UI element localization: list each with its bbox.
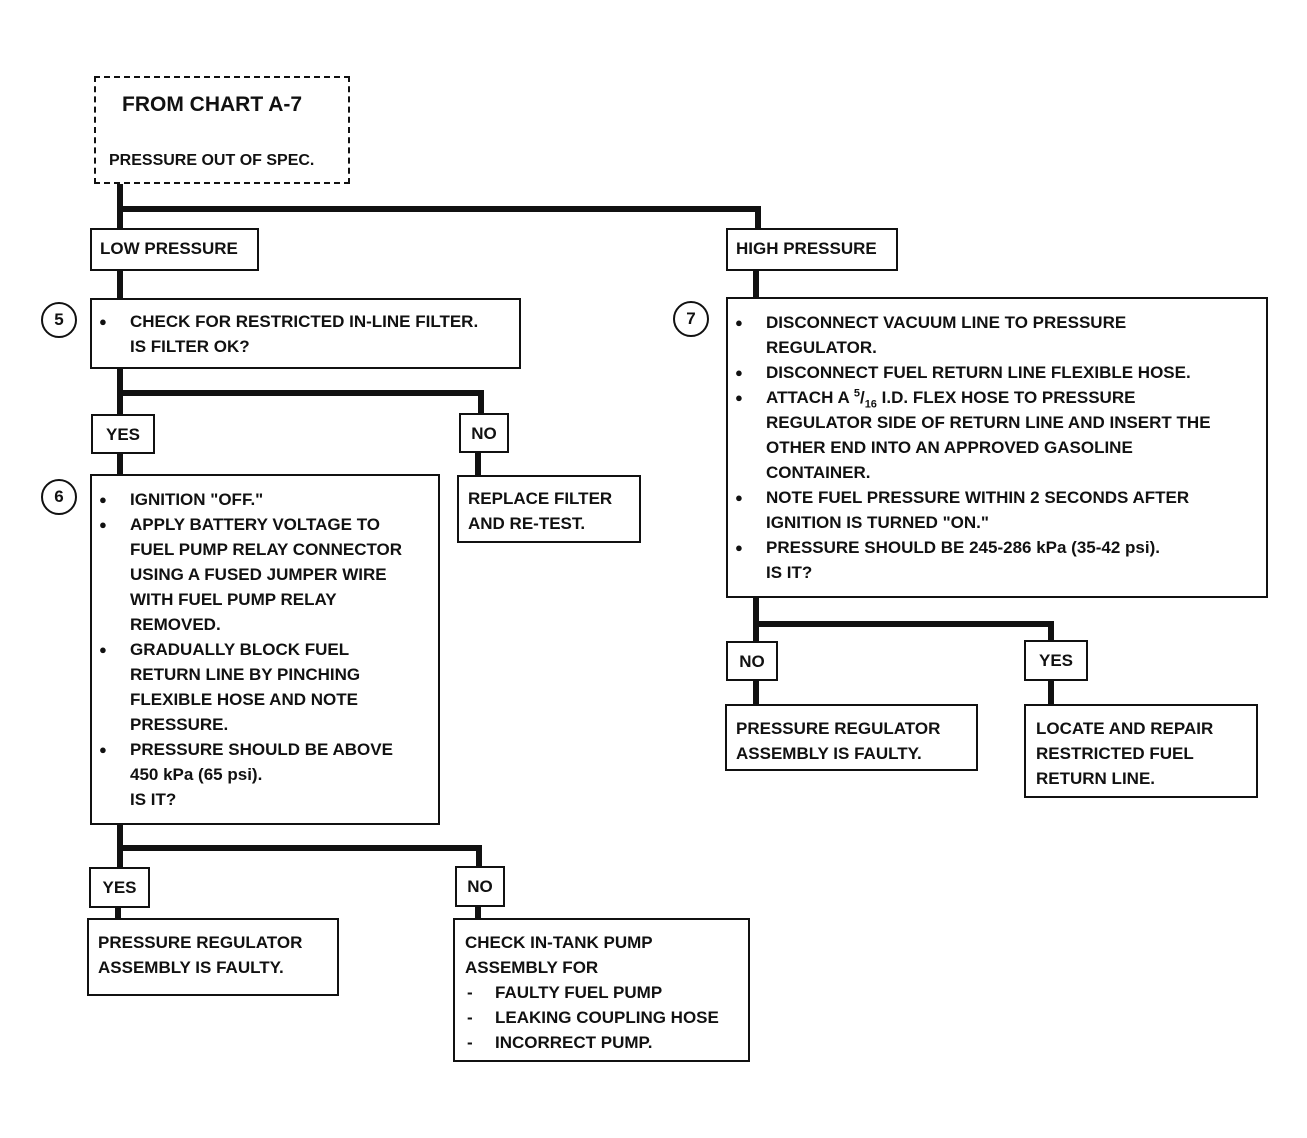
step-6-item-line: USING A FUSED JUMPER WIRE xyxy=(130,565,387,584)
step-6-marker: 6 xyxy=(41,479,77,515)
step-6-item-line: GRADUALLY BLOCK FUEL xyxy=(130,640,350,659)
step-7-item: PRESSURE SHOULD BE 245-286 kPa (35-42 ps… xyxy=(728,535,1266,585)
step-7-item-line: IGNITION IS TURNED "ON." xyxy=(766,513,989,532)
step-7-marker: 7 xyxy=(673,301,709,337)
step-6-item: GRADUALLY BLOCK FUEL RETURN LINE BY PINCH… xyxy=(92,637,438,737)
step-7-item-line: DISCONNECT FUEL RETURN LINE FLEXIBLE HOS… xyxy=(766,363,1191,382)
step-5-no-label: NO xyxy=(471,424,497,443)
locate-repair-box: LOCATE AND REPAIR RESTRICTED FUEL RETURN L… xyxy=(1024,704,1258,798)
step-5-no-box: NO xyxy=(459,413,509,453)
check-in-tank-item: FAULTY FUEL PUMP xyxy=(465,980,748,1005)
check-in-tank-item: INCORRECT PUMP. xyxy=(465,1030,748,1055)
step-5-item: CHECK FOR RESTRICTED IN-LINE FILTER. IS F… xyxy=(92,309,519,359)
locate-repair-line: RETURN LINE. xyxy=(1036,769,1155,788)
locate-repair-line: LOCATE AND REPAIR xyxy=(1036,719,1214,738)
step-5-item-line: CHECK FOR RESTRICTED IN-LINE FILTER. xyxy=(130,312,479,331)
step-6-item-line: 450 kPa (65 psi). xyxy=(130,765,263,784)
step-6-item-line: RETURN LINE BY PINCHING xyxy=(130,665,361,684)
step-7-item-line: NOTE FUEL PRESSURE WITHIN 2 SECONDS AFTE… xyxy=(766,488,1190,507)
step-7-item: DISCONNECT VACUUM LINE TO PRESSURE REGULA… xyxy=(728,310,1266,360)
locate-repair-line: RESTRICTED FUEL xyxy=(1036,744,1194,763)
step-6-item-line: IGNITION "OFF." xyxy=(130,490,264,509)
step-7-yes-label: YES xyxy=(1038,651,1074,670)
step-6-item: APPLY BATTERY VOLTAGE TO FUEL PUMP RELAY … xyxy=(92,512,438,637)
step-6-item: IGNITION "OFF." xyxy=(92,487,438,512)
check-in-tank-line: CHECK IN-TANK PUMP xyxy=(465,933,653,952)
step-6-box: IGNITION "OFF." APPLY BATTERY VOLTAGE TO F… xyxy=(90,474,440,825)
step-7-list: DISCONNECT VACUUM LINE TO PRESSURE REGULA… xyxy=(728,310,1266,585)
locate-repair-text: LOCATE AND REPAIR RESTRICTED FUEL RETURN L… xyxy=(1036,716,1256,791)
step-7-item-line: REGULATOR. xyxy=(766,338,877,357)
step-7-no-label: NO xyxy=(739,652,765,671)
step-6-item-line: PRESSURE. xyxy=(130,715,229,734)
step-7-item-line: IS IT? xyxy=(766,563,813,582)
step-5-item-line: IS FILTER OK? xyxy=(130,337,250,356)
step-7-item: NOTE FUEL PRESSURE WITHIN 2 SECONDS AFTE… xyxy=(728,485,1266,535)
step-6-item-line: FUEL PUMP RELAY CONNECTOR xyxy=(130,540,403,559)
check-in-tank-list: FAULTY FUEL PUMPLEAKING COUPLING HOSEINC… xyxy=(465,980,748,1055)
replace-filter-text: REPLACE FILTER AND RE-TEST. xyxy=(468,486,639,536)
replace-filter-line: REPLACE FILTER xyxy=(468,489,613,508)
start-box: FROM CHART A-7 PRESSURE OUT OF SPEC. xyxy=(94,76,350,184)
low-pressure-box: LOW PRESSURE xyxy=(90,228,259,271)
step-7-no-box: NO xyxy=(726,641,778,681)
step-5-yes-box: YES xyxy=(91,414,155,454)
replace-filter-box: REPLACE FILTER AND RE-TEST. xyxy=(457,475,641,543)
step-6-no-box: NO xyxy=(455,866,505,907)
regulator-faulty-high-line: ASSEMBLY IS FAULTY. xyxy=(736,744,922,763)
step-6-item-line: PRESSURE SHOULD BE ABOVE xyxy=(130,740,393,759)
step-7-item-line: PRESSURE SHOULD BE 245-286 kPa (35-42 ps… xyxy=(766,538,1160,557)
regulator-faulty-low-text: PRESSURE REGULATOR ASSEMBLY IS FAULTY. xyxy=(98,930,337,980)
regulator-faulty-low-box: PRESSURE REGULATOR ASSEMBLY IS FAULTY. xyxy=(87,918,339,996)
high-pressure-box: HIGH PRESSURE xyxy=(726,228,898,271)
step-6-item-line: IS IT? xyxy=(130,790,177,809)
regulator-faulty-low-line: ASSEMBLY IS FAULTY. xyxy=(98,958,284,977)
replace-filter-line: AND RE-TEST. xyxy=(468,514,586,533)
step-6-item-line: WITH FUEL PUMP RELAY xyxy=(130,590,337,609)
step-7-item-line: ATTACH A 5/16 I.D. FLEX HOSE TO PRESSURE xyxy=(766,387,1136,411)
step-7-item: ATTACH A 5/16 I.D. FLEX HOSE TO PRESSURE… xyxy=(728,385,1266,485)
high-pressure-label: HIGH PRESSURE xyxy=(736,239,877,258)
step-5-box: CHECK FOR RESTRICTED IN-LINE FILTER. IS F… xyxy=(90,298,521,369)
step-6-item-line: FLEXIBLE HOSE AND NOTE xyxy=(130,690,358,709)
step-6-list: IGNITION "OFF." APPLY BATTERY VOLTAGE TO F… xyxy=(92,487,438,812)
step-7-item: DISCONNECT FUEL RETURN LINE FLEXIBLE HOS… xyxy=(728,360,1266,385)
start-title: FROM CHART A-7 xyxy=(122,93,303,116)
step-7-item-line: REGULATOR SIDE OF RETURN LINE AND INSERT… xyxy=(766,413,1211,432)
step-7-item-line: OTHER END INTO AN APPROVED GASOLINE xyxy=(766,438,1133,457)
start-subtitle: PRESSURE OUT OF SPEC. xyxy=(109,152,315,169)
step-6-no-label: NO xyxy=(467,877,493,896)
check-in-tank-text: CHECK IN-TANK PUMP ASSEMBLY FOR xyxy=(465,930,748,980)
check-in-tank-line: ASSEMBLY FOR xyxy=(465,958,599,977)
low-pressure-label: LOW PRESSURE xyxy=(100,239,238,258)
step-5-marker: 5 xyxy=(41,302,77,338)
step-6-yes-label: YES xyxy=(102,878,137,897)
check-in-tank-box: CHECK IN-TANK PUMP ASSEMBLY FOR FAULTY FU… xyxy=(453,918,750,1062)
step-6-item: PRESSURE SHOULD BE ABOVE 450 kPa (65 psi)… xyxy=(92,737,438,812)
regulator-faulty-high-line: PRESSURE REGULATOR xyxy=(736,719,941,738)
step-5-yes-label: YES xyxy=(105,425,141,444)
step-7-yes-box: YES xyxy=(1024,640,1088,681)
step-7-item-line: DISCONNECT VACUUM LINE TO PRESSURE xyxy=(766,313,1127,332)
step-7-box: DISCONNECT VACUUM LINE TO PRESSURE REGULA… xyxy=(726,297,1268,598)
step-7-item-line: CONTAINER. xyxy=(766,463,871,482)
regulator-faulty-high-box: PRESSURE REGULATOR ASSEMBLY IS FAULTY. xyxy=(725,704,978,771)
step-6-item-line: APPLY BATTERY VOLTAGE TO xyxy=(130,515,381,534)
step-6-yes-box: YES xyxy=(89,867,150,908)
regulator-faulty-high-text: PRESSURE REGULATOR ASSEMBLY IS FAULTY. xyxy=(736,716,976,766)
regulator-faulty-low-line: PRESSURE REGULATOR xyxy=(98,933,303,952)
check-in-tank-item: LEAKING COUPLING HOSE xyxy=(465,1005,748,1030)
step-6-item-line: REMOVED. xyxy=(130,615,221,634)
step-5-list: CHECK FOR RESTRICTED IN-LINE FILTER. IS F… xyxy=(92,309,519,359)
